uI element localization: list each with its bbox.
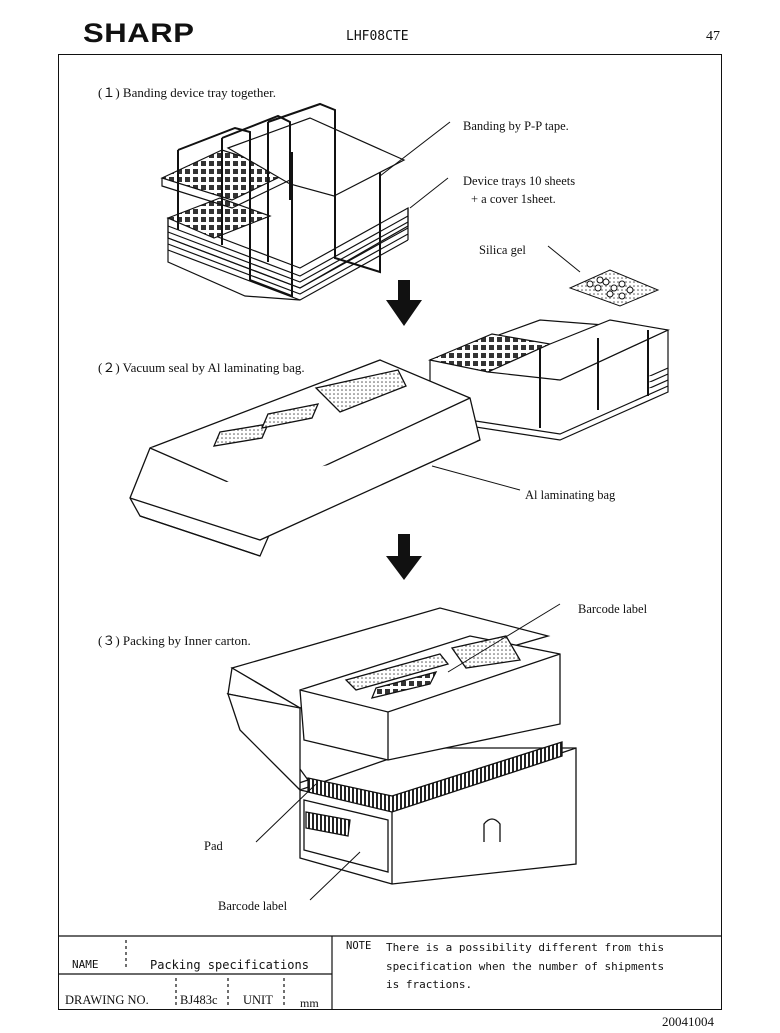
lower-tray-cells — [166, 197, 272, 239]
unit-value: mm — [300, 996, 319, 1010]
device-trays-label-line2: + a cover 1sheet. — [471, 192, 556, 206]
note-line-3: is fractions. — [386, 978, 473, 991]
step1-leaders — [379, 121, 581, 273]
drawing-frame — [58, 54, 722, 1010]
brand-logo: SHARP — [83, 18, 195, 48]
title-block-lines — [58, 935, 722, 1010]
note-label: NOTE — [346, 940, 372, 952]
tray-stack-right — [427, 319, 670, 441]
drawing-no-value: BJ483c — [180, 993, 218, 1007]
bag-leader — [431, 465, 521, 491]
page-number: 47 — [706, 29, 720, 44]
al-laminating-bag — [129, 359, 481, 557]
silica-gel-pouch — [568, 269, 660, 307]
pp-tape-bands — [177, 102, 381, 298]
name-value: Packing specifications — [150, 958, 309, 972]
document-id: LHF08CTE — [346, 29, 409, 44]
note-line-1: There is a possibility different from th… — [386, 941, 665, 954]
date-code: 20041004 — [662, 1014, 714, 1029]
note-line-2: specification when the number of shipmen… — [386, 960, 665, 973]
down-arrow-2 — [386, 534, 422, 580]
device-trays-label: Device trays 10 sheets — [463, 174, 576, 188]
drawing-no-label: DRAWING NO. — [65, 993, 149, 1007]
cover-sheet — [226, 117, 406, 197]
step3-leaders — [255, 603, 561, 901]
barcode-label-bottom: Barcode label — [218, 899, 288, 913]
down-arrow-1 — [386, 280, 422, 326]
unit-label: UNIT — [243, 993, 273, 1007]
step-2-title: (２) Vacuum seal by Al laminating bag. — [98, 360, 305, 375]
step-1-title: (１) Banding device tray together. — [98, 85, 276, 100]
barcode-label-top: Barcode label — [578, 602, 648, 616]
tray-layers — [167, 206, 409, 301]
step-3-title: (３) Packing by Inner carton. — [98, 633, 251, 648]
name-label: NAME — [72, 958, 99, 971]
banding-label: Banding by P-P tape. — [463, 119, 569, 133]
inner-carton — [226, 607, 577, 885]
al-bag-label: Al laminating bag — [525, 488, 616, 502]
pad-label: Pad — [204, 839, 223, 853]
tray-stack-banded — [160, 102, 409, 301]
silica-gel-label: Silica gel — [479, 243, 526, 257]
